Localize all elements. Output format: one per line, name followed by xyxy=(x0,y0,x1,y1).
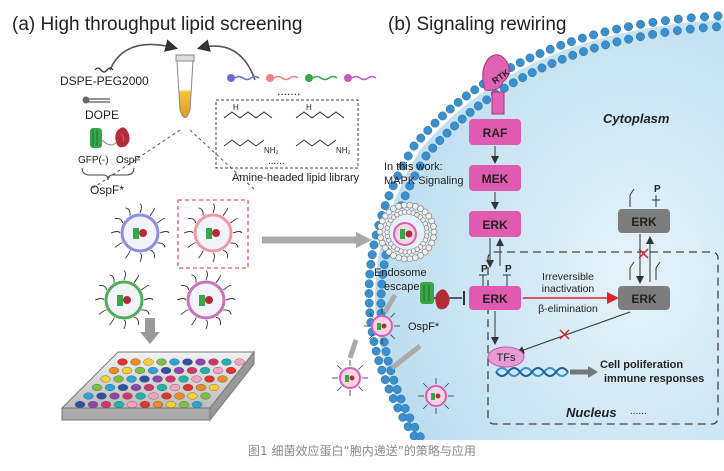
funnel-line-left xyxy=(89,129,181,191)
beta-elimination-label: β-elimination xyxy=(538,303,598,315)
figure-svg: (a) High throughput lipid screening DSPE… xyxy=(12,11,724,440)
ospf-label: OspF xyxy=(116,155,140,166)
p-right: P xyxy=(505,264,512,275)
ospf-star-brace xyxy=(81,167,135,181)
erk-main-label: ERK xyxy=(482,218,508,232)
released-ospf-icon xyxy=(435,289,450,310)
dope-icon xyxy=(82,96,110,104)
dots-top: ....... xyxy=(277,84,300,98)
escape-arrow-2 xyxy=(347,339,359,359)
panel-b: (b) Signaling rewiring RTK RAF MEK ERK C… xyxy=(332,14,719,425)
nucleus-label: Nucleus xyxy=(566,405,617,420)
p-left: P xyxy=(481,264,488,275)
cell-membrane xyxy=(364,11,723,440)
released-gfp-icon xyxy=(420,282,434,304)
gfp-label: GFP(-) xyxy=(78,155,109,166)
escape-label: escape xyxy=(384,281,419,293)
amine-h-1: H xyxy=(233,103,239,112)
erk-node-cytoplasm: ERK xyxy=(469,211,521,237)
tfs-label: TFs xyxy=(497,352,516,364)
amine-library-box xyxy=(215,99,359,169)
inactive-to-tfs xyxy=(516,311,631,354)
dspe-peg-icon xyxy=(94,67,114,73)
erk-inactive-top: P ERK xyxy=(618,184,670,233)
test-tube-icon xyxy=(175,54,195,118)
arrow-left-to-tube xyxy=(109,39,179,71)
cell-proliferation-label: Cell poliferation xyxy=(600,359,683,371)
panel-b-title: (b) Signaling rewiring xyxy=(388,14,566,35)
dots-library: ...... xyxy=(268,156,285,167)
escape-particles xyxy=(332,308,454,414)
escape-arrow-3 xyxy=(390,344,422,370)
irreversible-label: Irreversible xyxy=(542,271,594,283)
arrow-to-plate-head xyxy=(140,332,160,344)
library-label: Amine-headed lipid library xyxy=(232,172,360,184)
lnp-grid xyxy=(94,203,243,330)
tfs-node: TFs xyxy=(487,346,525,368)
endosome xyxy=(376,201,438,263)
erk-node-nucleus: P P ERK xyxy=(469,264,521,310)
nh2-b: NH₂ xyxy=(336,146,351,155)
cell-region xyxy=(364,11,724,440)
blocked-cross-top xyxy=(638,248,649,259)
arrow-a-to-b-head xyxy=(356,232,372,248)
dspe-label: DSPE-PEG2000 xyxy=(60,74,149,88)
amine-structures xyxy=(223,111,345,147)
rtk-receptor-icon xyxy=(482,54,510,115)
nucleus-dots: ...... xyxy=(630,406,647,417)
nh2-a: NH₂ xyxy=(264,146,279,155)
erk-inactive-nucleus-label: ERK xyxy=(631,292,657,306)
nucleus-boundary xyxy=(487,251,719,425)
well-plate-icon xyxy=(60,350,256,422)
escape-arrow-1 xyxy=(382,293,398,314)
lipid-colored-tails xyxy=(227,74,377,82)
erk-inactive-top-label: ERK xyxy=(631,215,657,229)
dope-label: DOPE xyxy=(85,108,119,122)
cytoplasm-label: Cytoplasm xyxy=(603,111,670,126)
p-top: P xyxy=(654,184,661,195)
panel-a-title: (a) High throughput lipid screening xyxy=(12,14,302,35)
blocked-cross-tfs xyxy=(559,329,570,340)
raf-label: RAF xyxy=(483,126,508,140)
figure-caption: 图1 细菌效应蛋白“胞内递送”的策略与应用 xyxy=(248,444,476,458)
amine-h-2: H xyxy=(306,103,312,112)
funnel-line-right xyxy=(189,129,256,191)
in-this-work: In this work: xyxy=(384,161,443,173)
mapk-label: MAPK Signaling xyxy=(384,175,464,187)
arrow-right-to-tube xyxy=(196,39,256,81)
gfp-protein-icon xyxy=(90,128,102,148)
dna-helix-icon xyxy=(495,367,569,377)
raf-node: RAF xyxy=(469,119,521,145)
dna-to-output-arrow-head xyxy=(588,366,598,378)
ospf-protein-icon xyxy=(115,127,130,148)
erk-inactive-nucleus: ERK xyxy=(618,261,670,310)
selected-lnp-box xyxy=(177,199,249,269)
ospf-star-b-label: OspF* xyxy=(408,321,440,333)
panel-a: (a) High throughput lipid screening DSPE… xyxy=(12,14,377,422)
linker-icon xyxy=(101,139,119,146)
ospf-star-label: OspF* xyxy=(90,183,124,197)
erk-nucleus-label: ERK xyxy=(482,292,508,306)
inactivation-label: inactivation xyxy=(542,283,595,295)
immune-label: immune responses xyxy=(604,373,704,385)
mek-label: MEK xyxy=(482,172,509,186)
mek-node: MEK xyxy=(469,165,521,191)
endosome-label: Endosome xyxy=(374,267,427,279)
